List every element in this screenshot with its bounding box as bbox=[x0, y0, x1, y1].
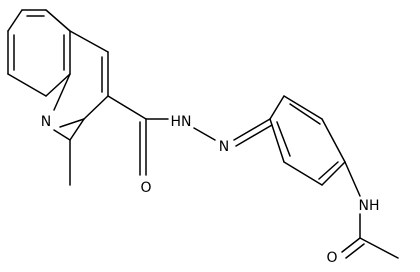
amide-nh-label: NH bbox=[359, 198, 380, 214]
bond bbox=[45, 9, 71, 32]
bond bbox=[59, 118, 85, 128]
double-bond bbox=[289, 103, 321, 125]
quinoline-benzo-ring bbox=[7, 9, 71, 97]
bond bbox=[341, 237, 361, 253]
double-bond bbox=[276, 121, 291, 157]
bond bbox=[45, 73, 71, 97]
acetyl-oxygen-label: O bbox=[326, 250, 337, 266]
bond bbox=[359, 237, 399, 259]
bond bbox=[53, 73, 71, 111]
bond bbox=[7, 73, 47, 97]
double-bond bbox=[235, 124, 273, 147]
bond bbox=[107, 95, 147, 120]
bond bbox=[83, 95, 109, 120]
bond bbox=[233, 118, 271, 141]
hydrazide-nh-label: HN bbox=[171, 114, 192, 130]
acetamide-group bbox=[341, 161, 399, 259]
bond bbox=[321, 118, 346, 163]
carbonyl-group bbox=[107, 95, 169, 176]
double-bond bbox=[318, 161, 339, 180]
bond bbox=[193, 127, 216, 141]
bond bbox=[69, 118, 85, 141]
bond bbox=[283, 161, 323, 186]
carbonyl-oxygen-label: O bbox=[140, 180, 151, 196]
bond bbox=[69, 30, 109, 53]
imine-nitrogen-label: N bbox=[219, 139, 229, 155]
bond bbox=[53, 129, 71, 141]
hydrazone-linker bbox=[193, 118, 273, 147]
methyl-group bbox=[53, 118, 85, 186]
bond bbox=[344, 161, 361, 197]
bond bbox=[321, 161, 346, 186]
double-bond bbox=[345, 243, 365, 259]
bond bbox=[269, 118, 285, 163]
bond bbox=[283, 95, 323, 120]
bond bbox=[7, 9, 23, 32]
quinoline-nitrogen-label: N bbox=[41, 114, 51, 130]
phenylene-ring bbox=[269, 95, 346, 186]
quinoline-pyridine-ring bbox=[53, 30, 109, 128]
bond bbox=[269, 95, 285, 120]
